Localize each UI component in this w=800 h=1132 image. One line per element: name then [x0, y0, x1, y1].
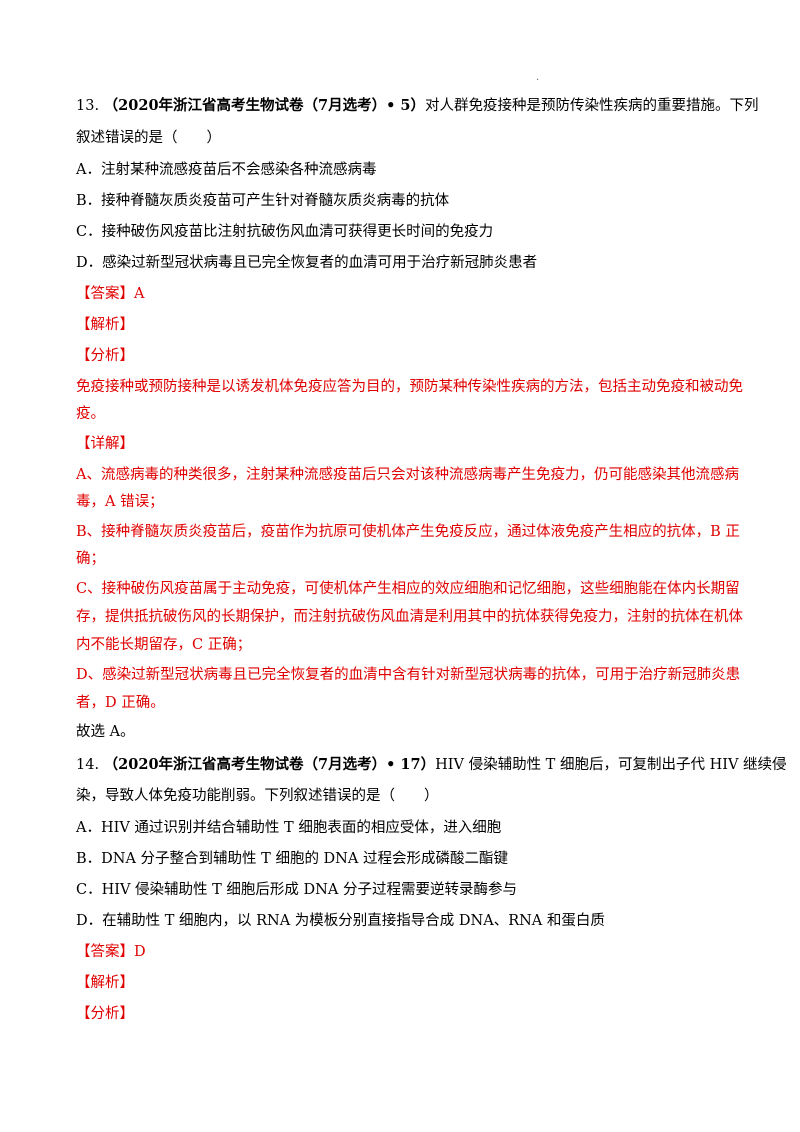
q13-jiexi-label: 【解析】 [76, 317, 134, 333]
q14-option-c: C．HIV 侵染辅助性 T 细胞后形成 DNA 分子过程需要逆转录酶参与 [76, 882, 517, 898]
q13-detail-line-8: D、感染过新型冠状病毒且已完全恢复者的血清中含有针对新型冠状病毒的抗体，可用于治… [76, 667, 741, 683]
q13-fenxi-label: 【分析】 [76, 348, 134, 364]
q13-option-a: A．注射某种流感疫苗后不会感染各种流感病毒 [76, 162, 377, 178]
q13-stem-line-1: 13. （2020年浙江省高考生物试卷（7月选考）• 5）对人群免疫接种是预防传… [76, 96, 759, 116]
q13-answer-value: A [134, 286, 145, 302]
q13-detail-line-2: 毒，A 错误； [76, 494, 164, 510]
q13-option-b: B．接种脊髓灰质炎疫苗可产生针对脊髓灰质炎病毒的抗体 [76, 193, 450, 209]
q13-detail-line-9: 者，D 正确。 [76, 695, 165, 711]
q13-stem-line-2: 叙述错误的是（ ） [76, 130, 221, 146]
q13-conclusion: 故选 A。 [76, 724, 135, 740]
q14-option-a: A．HIV 通过识别并结合辅助性 T 细胞表面的相应受体，进入细胞 [76, 820, 502, 836]
q13-analysis-line-2: 疫。 [76, 406, 105, 422]
q13-number: 13. [76, 98, 100, 114]
q13-detail-line-6: 存，提供抵抗破伤风的长期保护，而注射抗破伤风血清是利用其中的抗体获得免疫力，注射… [76, 609, 743, 625]
q13-option-c: C．接种破伤风疫苗比注射抗破伤风血清可获得更长时间的免疫力 [76, 224, 494, 240]
q14-answer-value: D [134, 944, 146, 960]
q13-detail-line-7: 内不能长期留存，C 正确； [76, 637, 252, 653]
q13-option-d: D．感染过新型冠状病毒且已完全恢复者的血清可用于治疗新冠肺炎患者 [76, 255, 538, 271]
q14-option-d: D．在辅助性 T 细胞内，以 RNA 为模板分别直接指导合成 DNA、RNA 和… [76, 913, 605, 929]
q13-xiangjie-label: 【详解】 [76, 436, 134, 452]
q13-source: （2020年浙江省高考生物试卷（7月选考）• 5） [103, 97, 426, 114]
q14-stem-text-1: HIV 侵染辅助性 T 细胞后，可复制出子代 HIV 继续侵 [435, 757, 787, 773]
q13-detail-line-5: C、接种破伤风疫苗属于主动免疫，可使机体产生相应的效应细胞和记忆细胞，这些细胞能… [76, 581, 740, 597]
q14-stem-line-2: 染，导致人体免疫功能削弱。下列叙述错误的是（ ） [76, 788, 439, 804]
q14-source: （2020年浙江省高考生物试卷（7月选考）• 17） [103, 756, 436, 773]
page-mark: . [536, 72, 540, 83]
q14-answer: 【答案】D [76, 942, 146, 962]
q14-number: 14. [76, 757, 100, 773]
q14-fenxi-label: 【分析】 [76, 1006, 134, 1022]
q13-detail-line-1: A、流感病毒的种类很多，注射某种流感疫苗后只会对该种流感病毒产生免疫力，仍可能感… [76, 467, 739, 483]
q13-answer-label: 【答案】 [76, 286, 134, 302]
q14-option-b: B．DNA 分子整合到辅助性 T 细胞的 DNA 过程会形成磷酸二酯键 [76, 851, 508, 867]
q14-answer-label: 【答案】 [76, 944, 134, 960]
q13-detail-line-4: 确； [76, 551, 105, 567]
q13-answer: 【答案】A [76, 284, 144, 304]
q14-jiexi-label: 【解析】 [76, 975, 134, 991]
q14-stem-line-1: 14. （2020年浙江省高考生物试卷（7月选考）• 17）HIV 侵染辅助性 … [76, 755, 787, 775]
q13-stem-text-1: 对人群免疫接种是预防传染性疾病的重要措施。下列 [425, 98, 759, 114]
q13-analysis-line-1: 免疫接种或预防接种是以诱发机体免疫应答为目的，预防某种传染性疾病的方法，包括主动… [76, 379, 743, 395]
q13-detail-line-3: B、接种脊髓灰质炎疫苗后，疫苗作为抗原可使机体产生免疫反应，通过体液免疫产生相应… [76, 524, 740, 540]
